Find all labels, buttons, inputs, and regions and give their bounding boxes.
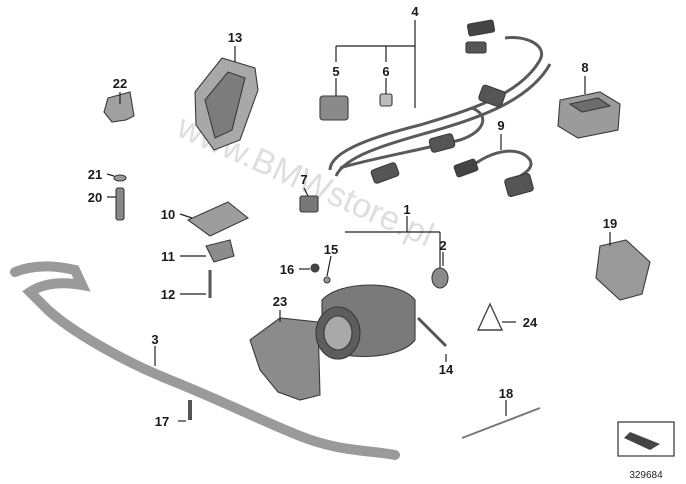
callout-23: 23 — [273, 294, 287, 309]
long-screw-part — [416, 316, 448, 348]
warning-label-part — [476, 302, 504, 331]
callout-20: 20 — [88, 190, 102, 205]
callout-1: 1 — [403, 202, 410, 217]
bulb-part — [431, 267, 449, 289]
light-housing-bracket-part — [249, 317, 321, 401]
callout-labels: 4 5 6 8 9 13 22 21 20 10 11 12 7 15 16 1… — [88, 4, 617, 429]
callout-10: 10 — [161, 207, 175, 222]
callout-21: 21 — [88, 167, 102, 182]
bolt-part — [115, 187, 125, 221]
callout-2: 2 — [439, 238, 446, 253]
small-holder-part — [299, 195, 319, 213]
leader-lines — [106, 20, 611, 422]
callout-22: 22 — [113, 76, 127, 91]
bracket-plate-part — [595, 239, 651, 301]
callout-11: 11 — [161, 249, 175, 264]
cable-tie-part — [461, 407, 541, 439]
fuse-part — [379, 93, 393, 107]
callout-16: 16 — [280, 262, 294, 277]
mounting-bracket-part — [194, 57, 259, 151]
reference-frame: 329684 — [617, 421, 675, 481]
relay-part — [319, 95, 349, 121]
washer-part-16 — [310, 263, 320, 273]
callout-15: 15 — [324, 242, 338, 257]
callout-13: 13 — [228, 30, 242, 45]
callout-24: 24 — [523, 315, 538, 330]
callout-9: 9 — [497, 118, 504, 133]
callout-17: 17 — [155, 414, 169, 429]
callout-7: 7 — [300, 172, 307, 187]
holder-plate-part — [186, 201, 250, 237]
washer-part — [113, 174, 127, 182]
crash-bar-part — [10, 261, 400, 460]
clip-part — [205, 239, 235, 263]
wiring-harness — [328, 19, 552, 184]
callout-5: 5 — [332, 64, 339, 79]
callout-14: 14 — [439, 362, 454, 377]
callout-3: 3 — [151, 332, 158, 347]
cap-part — [103, 91, 135, 123]
callout-6: 6 — [382, 64, 389, 79]
callout-12: 12 — [161, 287, 175, 302]
callout-4: 4 — [411, 4, 419, 19]
reference-number: 329684 — [629, 470, 663, 481]
arrow-icon — [624, 432, 660, 450]
callout-18: 18 — [499, 386, 513, 401]
auxiliary-light-part — [315, 284, 416, 360]
callout-19: 19 — [603, 216, 617, 231]
callout-8: 8 — [581, 60, 588, 75]
nut-part — [323, 276, 331, 284]
power-socket-cable — [453, 149, 534, 197]
socket-cover-part — [557, 91, 621, 139]
